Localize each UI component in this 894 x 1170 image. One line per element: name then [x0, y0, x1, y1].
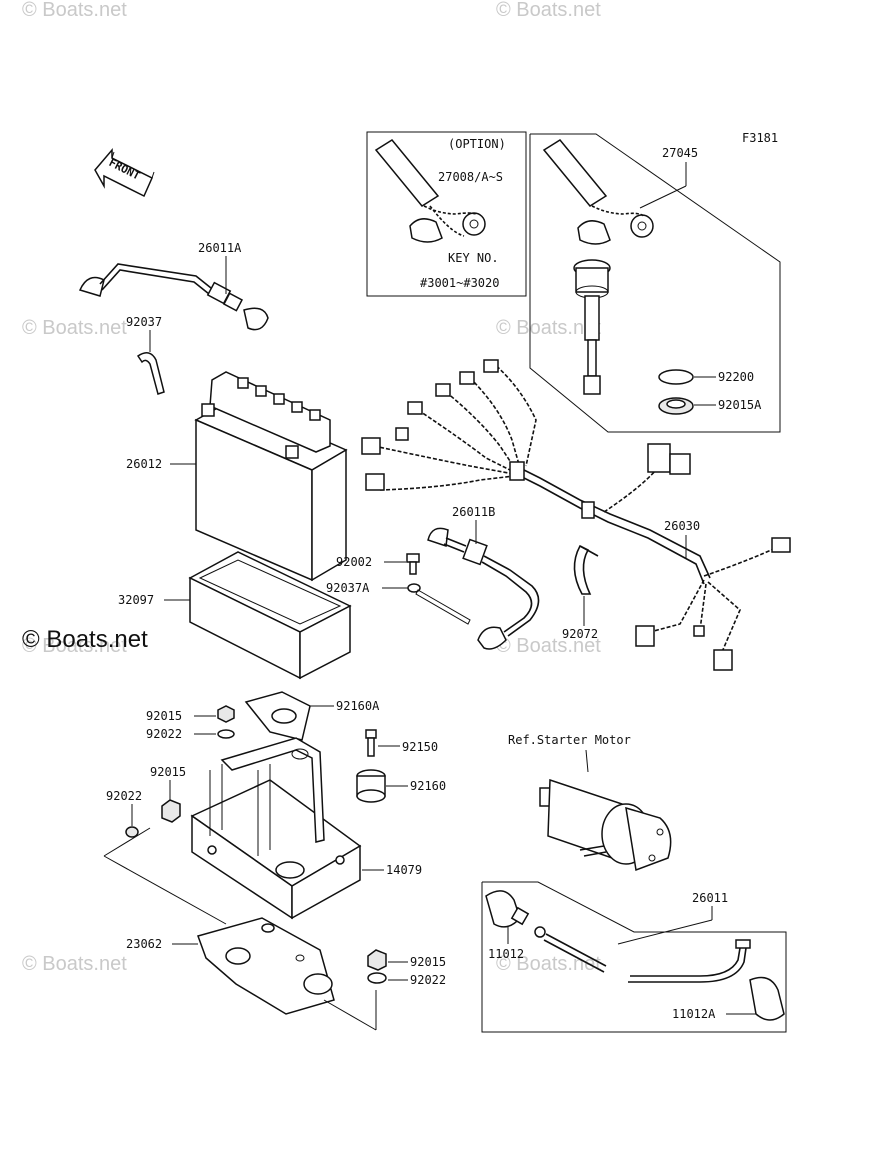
part-label-27045: 27045	[662, 146, 698, 160]
watermark: © Boats.net	[22, 0, 127, 21]
battery-icon	[194, 371, 348, 582]
part-label-11012: 11012	[488, 947, 524, 961]
part-label-26011A: 26011A	[198, 241, 242, 255]
starter-motor-icon	[539, 778, 672, 872]
pad-92160A-icon	[244, 691, 311, 741]
wire-harness-icon	[361, 359, 791, 671]
option-title: (OPTION)	[448, 137, 506, 151]
watermark: © Boats.net	[496, 953, 601, 975]
part-label-92022-top: 92022	[146, 727, 182, 741]
key-range: #3001~#3020	[420, 276, 499, 290]
part-label-92160: 92160	[410, 779, 446, 793]
part-label-92022-bottom: 92022	[410, 973, 446, 987]
part-label-92015-top: 92015	[146, 709, 182, 723]
option-part-number: 27008/A~S	[438, 170, 503, 184]
ground-cable-icon	[427, 527, 540, 650]
part-label-26012: 26012	[126, 457, 162, 471]
washer-icon	[658, 369, 694, 385]
damper-92160-icon	[356, 769, 386, 803]
clamp-icon	[573, 544, 599, 595]
nut-92015-mid-icon	[161, 799, 181, 823]
nut-92015-bottom-icon	[367, 949, 387, 971]
figure-code: F3181	[742, 131, 778, 145]
bracket-23062-icon	[197, 917, 335, 1015]
bolt-icon	[406, 553, 420, 575]
option-box: (OPTION) 27008/A~S KEY NO. #3001~#3020	[366, 131, 527, 297]
part-label-92002: 92002	[336, 555, 372, 569]
part-label-26030: 26030	[664, 519, 700, 533]
washer-92022-icon	[217, 729, 235, 739]
battery-case-14079-icon	[190, 737, 362, 920]
part-label-92200: 92200	[718, 370, 754, 384]
watermark-layer: © Boats.net © Boats.net © Boats.net © Bo…	[22, 0, 601, 975]
key-label: KEY NO.	[448, 251, 499, 265]
part-label-14079: 14079	[386, 863, 422, 877]
ignition-switch-icon	[573, 259, 611, 395]
assembly-guide-line	[323, 999, 377, 1031]
part-label-92015-bottom: 92015	[410, 955, 446, 969]
cable-tie-icon	[407, 583, 471, 625]
starter-cable-icon	[534, 926, 751, 983]
key-fob-icon	[374, 139, 486, 243]
washer-92022-mid-icon	[125, 826, 139, 838]
watermark: © Boats.net	[496, 0, 601, 21]
assembly-guide-line	[103, 855, 227, 925]
boot-11012-icon	[485, 890, 530, 928]
part-label-92072: 92072	[562, 627, 598, 641]
reference-label: Ref.Starter Motor	[508, 733, 631, 747]
front-arrow: FRONT	[94, 147, 155, 198]
part-label-92150: 92150	[402, 740, 438, 754]
watermark: © Boats.net	[496, 317, 601, 339]
watermark: © Boats.net	[22, 635, 127, 657]
nut-icon	[658, 397, 694, 415]
part-label-23062: 23062	[126, 937, 162, 951]
battery-cable-icon	[78, 263, 269, 331]
battery-band-icon	[136, 352, 165, 395]
part-label-26011: 26011	[692, 891, 728, 905]
part-label-92037A: 92037A	[326, 581, 370, 595]
battery-tray-icon	[188, 551, 352, 680]
starter-cable-box: 26011 11012 11012A	[481, 881, 787, 1033]
bolt-92150-icon	[365, 729, 377, 757]
ignition-key-icon	[542, 139, 654, 245]
part-label-11012A: 11012A	[672, 1007, 716, 1021]
part-label-92015-mid: 92015	[150, 765, 186, 779]
nut-92015-icon	[217, 705, 235, 723]
ignition-switch-box: 27045 92200 92015A	[529, 133, 781, 433]
part-label-92037: 92037	[126, 315, 162, 329]
assembly-guide-line	[103, 827, 151, 857]
part-label-92022-mid: 92022	[106, 789, 142, 803]
part-label-92015A: 92015A	[718, 398, 762, 412]
washer-92022-bottom-icon	[367, 972, 387, 984]
watermark: © Boats.net	[22, 953, 127, 975]
credit-label: © Boats.net	[22, 626, 148, 653]
part-label-92160A: 92160A	[336, 699, 380, 713]
boot-11012A-icon	[749, 976, 785, 1021]
part-label-26011B: 26011B	[452, 505, 495, 519]
watermark: © Boats.net	[496, 635, 601, 657]
watermark: © Boats.net	[22, 317, 127, 339]
part-label-32097: 32097	[118, 593, 154, 607]
